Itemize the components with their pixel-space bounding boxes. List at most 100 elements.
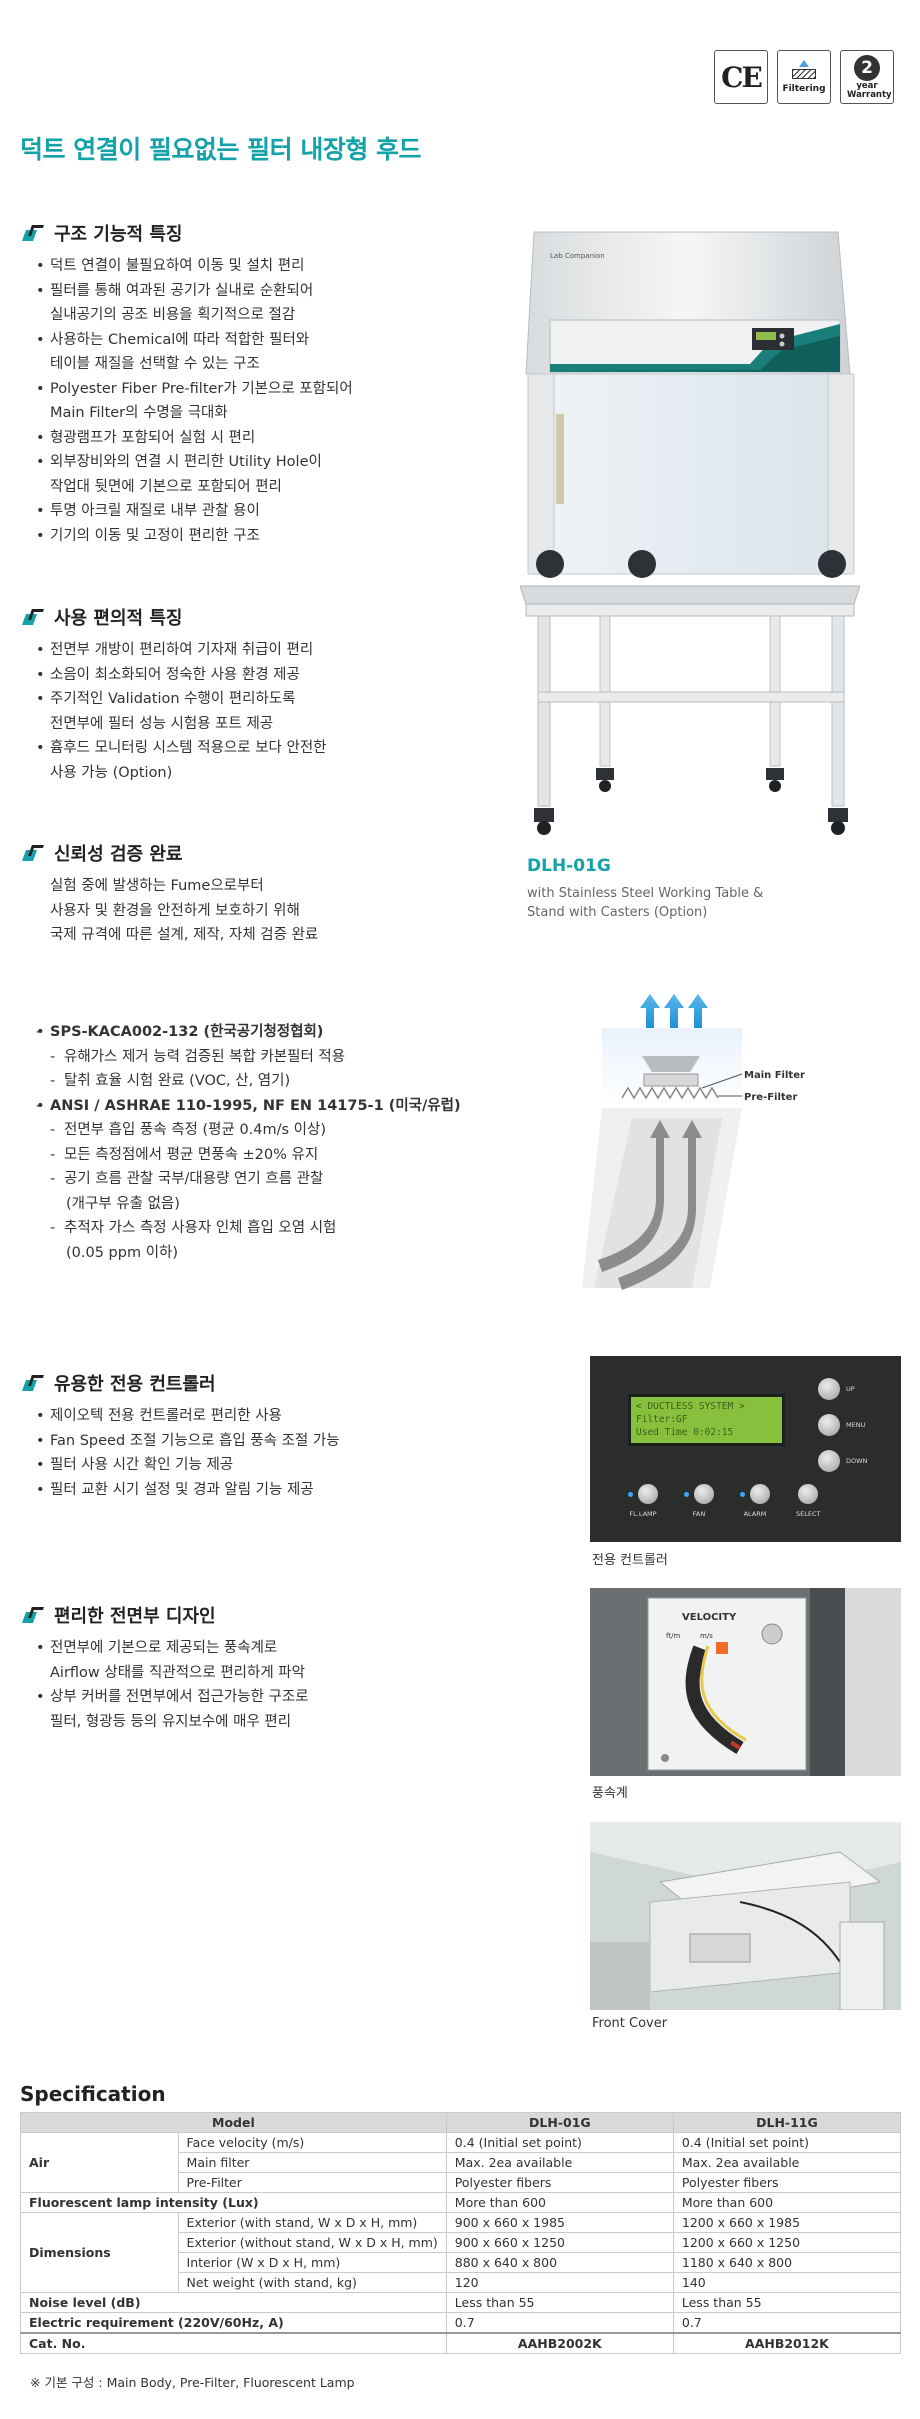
controller-button[interactable]: SELECT (796, 1484, 820, 1518)
table-row: Cat. No. AAHB2002K AAHB2012K (20, 2332, 902, 2354)
list-item: 덕트 연결이 불필요하여 이동 및 설치 편리 (36, 254, 353, 279)
table-row: Fluorescent lamp intensity (Lux) More th… (20, 2192, 902, 2213)
front-cover-image (590, 1822, 901, 2010)
feature-list: 덕트 연결이 불필요하여 이동 및 설치 편리필터를 통해 여과된 공기가 실내… (22, 254, 353, 548)
standard-item: 공기 흐름 관찰 국부/대용량 연기 흐름 관찰(개구부 유출 없음) (50, 1167, 461, 1216)
spec-title: Specification (20, 2082, 166, 2106)
table-row: Main filter Max. 2ea available Max. 2ea … (21, 2152, 902, 2173)
warranty-number: 2 (854, 54, 880, 81)
controller-image: < DUCTLESS SYSTEM > Filter:GF Used Time … (590, 1356, 901, 1542)
list-item: 소음이 최소화되어 정숙한 사용 환경 제공 (36, 663, 327, 688)
controller-button[interactable]: ALARM (740, 1484, 770, 1518)
list-item: 제이오텍 전용 컨트롤러로 편리한 사용 (36, 1404, 340, 1429)
controller-right-buttons: UP MENU DOWN (818, 1378, 867, 1486)
controller-caption: 전용 컨트롤러 (592, 1553, 668, 1568)
certification-badges: CE Filtering 2 year Warranty (714, 50, 894, 104)
table-row: Dimensions Exterior (with stand, W x D x… (20, 2212, 902, 2293)
gauge-unit-left: ft/m (666, 1632, 680, 1640)
reliability-line: 실험 중에 발생하는 Fume으로부터 (50, 878, 264, 894)
section-heading: 유용한 전용 컨트롤러 (54, 1374, 216, 1395)
standard-1-items: 유해가스 제거 능력 검증된 복합 카본필터 적용탈취 효율 시험 완료 (VO… (36, 1045, 461, 1094)
ce-badge: CE (714, 50, 768, 104)
section-icon (21, 845, 45, 861)
controller-bottom-buttons: FL.LAMP FAN ALARM SELECT (628, 1484, 820, 1518)
section-heading: 구조 기능적 특징 (54, 224, 183, 245)
product-model: DLH-01G (527, 856, 611, 876)
pre-filter-label: Pre-Filter (744, 1092, 797, 1103)
ce-mark: CE (721, 60, 763, 94)
reliability-line: 국제 규격에 따른 설계, 제작, 자체 검증 완료 (50, 927, 319, 943)
section-heading: 편리한 전면부 디자인 (54, 1606, 216, 1627)
front-cover-caption: Front Cover (592, 2016, 668, 2031)
list-item: 전면부 개방이 편리하여 기자재 취급이 편리 (36, 638, 327, 663)
filter-icon (789, 60, 819, 82)
list-item: Polyester Fiber Pre-filter가 기본으로 포함되어Mai… (36, 377, 353, 426)
list-item: 필터 사용 시간 확인 기능 제공 (36, 1453, 340, 1478)
standard-2: ANSI / ASHRAE 110-1995, NF EN 14175-1 (미… (50, 1097, 461, 1114)
section-standards: •SPS-KACA002-132 (한국공기청정협회) 유해가스 제거 능력 검… (36, 1020, 461, 1265)
table-row: Electric requirement (220V/60Hz, A) 0.7 … (20, 2312, 902, 2334)
standard-item: 전면부 흡입 풍속 측정 (평균 0.4m/s 이상) (50, 1118, 461, 1143)
standard-item: 탈취 효율 시험 완료 (VOC, 산, 염기) (50, 1069, 461, 1094)
feature-list: 제이오텍 전용 컨트롤러로 편리한 사용Fan Speed 조절 기능으로 흡입… (22, 1404, 340, 1502)
section-icon (21, 1375, 45, 1391)
standard-2-items: 전면부 흡입 풍속 측정 (평균 0.4m/s 이상)모든 측정점에서 평균 면… (36, 1118, 461, 1265)
section-icon (21, 225, 45, 241)
reliability-line: 사용자 및 환경을 안전하게 보호하기 위해 (50, 902, 300, 919)
table-row: Model DLH-01G DLH-11G (20, 2112, 902, 2133)
main-filter-label: Main Filter (744, 1070, 805, 1081)
controller-button[interactable]: MENU (818, 1414, 867, 1436)
filtering-label: Filtering (782, 84, 826, 94)
section-icon (21, 1607, 45, 1623)
list-item: 투명 아크릴 재질로 내부 관찰 용이 (36, 499, 353, 524)
section-icon (21, 609, 45, 625)
controller-lcd: < DUCTLESS SYSTEM > Filter:GF Used Time … (628, 1394, 785, 1446)
feature-list: 전면부 개방이 편리하여 기자재 취급이 편리소음이 최소화되어 정숙한 사용 … (22, 638, 327, 785)
page-title: 덕트 연결이 필요없는 필터 내장형 후드 (20, 135, 422, 164)
product-caption: with Stainless Steel Working Table & Sta… (527, 886, 764, 920)
list-item: 형광램프가 포함되어 실험 시 편리 (36, 426, 353, 451)
standard-item: 추적자 가스 측정 사용자 인체 흡입 오염 시험(0.05 ppm 이하) (50, 1216, 461, 1265)
standard-1: SPS-KACA002-132 (한국공기청정협회) (50, 1024, 324, 1040)
section-heading: 사용 편의적 특징 (54, 608, 183, 629)
warranty-label: year Warranty (847, 80, 892, 100)
table-row: Noise level (dB) Less than 55 Less than … (20, 2292, 902, 2313)
section-controller: 유용한 전용 컨트롤러 제이오텍 전용 컨트롤러로 편리한 사용Fan Spee… (21, 1370, 340, 1502)
controller-button[interactable]: DOWN (818, 1450, 867, 1472)
controller-button[interactable]: FAN (684, 1484, 714, 1518)
spec-table: Model DLH-01G DLH-11G Air Face velocity … (20, 2112, 902, 2354)
table-row: Exterior (without stand, W x D x H, mm) … (21, 2232, 902, 2253)
standard-item: 모든 측정점에서 평균 면풍속 ±20% 유지 (50, 1143, 461, 1168)
section-structure: 구조 기능적 특징 덕트 연결이 불필요하여 이동 및 설치 편리필터를 통해 … (21, 220, 353, 548)
gauge-unit-right: m/s (700, 1632, 713, 1640)
spec-note: ※ 기본 구성 : Main Body, Pre-Filter, Fluores… (30, 2375, 355, 2390)
gauge-image: VELOCITY ft/m m/s (590, 1588, 901, 1776)
list-item: 기기의 이동 및 고정이 편리한 구조 (36, 524, 353, 549)
controller-button[interactable]: FL.LAMP (628, 1484, 658, 1518)
controller-button[interactable]: UP (818, 1378, 867, 1400)
section-convenience: 사용 편의적 특징 전면부 개방이 편리하여 기자재 취급이 편리소음이 최소화… (21, 604, 327, 785)
gauge-title: VELOCITY (682, 1612, 737, 1623)
brand-label: Lab Companion (550, 252, 605, 260)
warranty-badge: 2 year Warranty (840, 50, 894, 104)
product-image: Lab Companion (520, 231, 860, 835)
list-item: Fan Speed 조절 기능으로 흡입 풍속 조절 가능 (36, 1429, 340, 1454)
standard-item: 유해가스 제거 능력 검증된 복합 카본필터 적용 (50, 1045, 461, 1070)
list-item: 필터 교환 시기 설정 및 경과 알림 기능 제공 (36, 1478, 340, 1503)
filtering-badge: Filtering (777, 50, 831, 104)
airflow-diagram: Main Filter Pre-Filter (582, 994, 805, 1290)
section-heading: 신뢰성 검증 완료 (54, 844, 183, 865)
gauge-caption: 풍속계 (592, 1786, 628, 1801)
table-row: Air Face velocity (m/s) 0.4 (Initial set… (20, 2132, 902, 2193)
